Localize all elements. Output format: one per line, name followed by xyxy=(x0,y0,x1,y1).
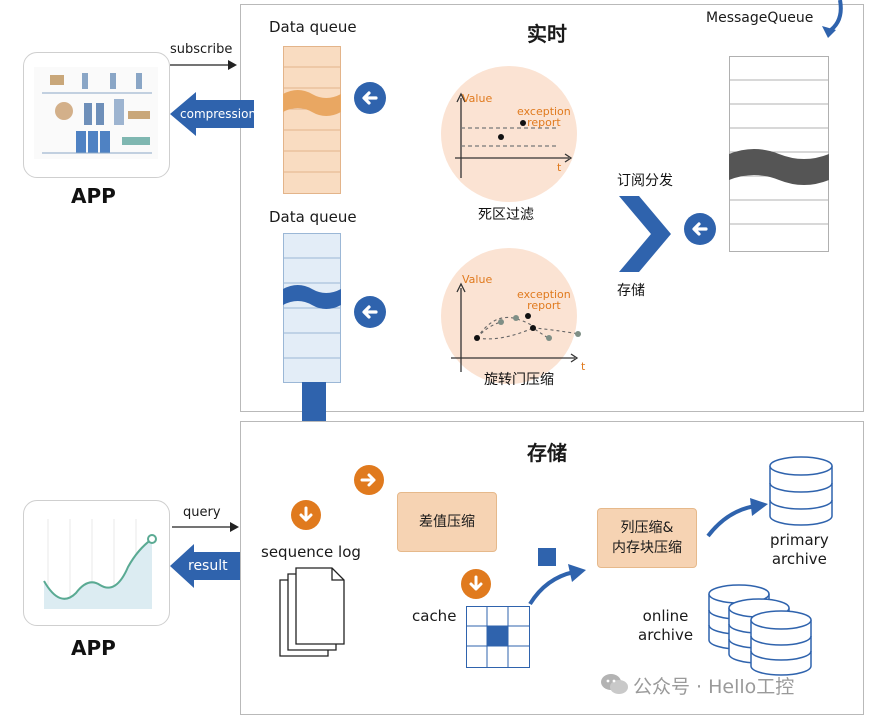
wechat-icon xyxy=(601,674,628,694)
swingdoor-exception-label: exception report xyxy=(517,288,571,312)
storage-title: 存储 xyxy=(527,441,567,465)
subscribe-arrow-icon xyxy=(170,60,237,70)
diff-compress-box: 差值压缩 xyxy=(397,492,497,552)
to-primary-arrow-icon xyxy=(706,498,768,538)
app-bottom-label: APP xyxy=(71,636,116,660)
deadzone-caption: 死区过滤 xyxy=(478,207,534,223)
app-top-card[interactable] xyxy=(23,52,170,178)
query-label: query xyxy=(183,505,221,520)
watermark-text: 公众号 · Hello工控 xyxy=(633,676,795,698)
deadzone-chart-graphic xyxy=(455,92,573,178)
app-top-label: APP xyxy=(71,184,116,208)
app-bottom-card[interactable] xyxy=(23,500,170,626)
primary-archive-label: primary archive xyxy=(770,531,829,568)
message-queue-graphic xyxy=(729,56,829,252)
swingdoor-value-label: Value xyxy=(462,273,493,286)
data-queue-top xyxy=(283,46,341,194)
subscribe-dispatch-label: 订阅分发 xyxy=(617,173,673,189)
swingdoor-chart-circle xyxy=(441,248,577,384)
sequence-log-label: sequence log xyxy=(261,543,361,561)
online-archive-db-icon xyxy=(708,584,812,676)
queue-bottom-arrow-icon xyxy=(354,296,386,328)
swingdoor-chart-graphic xyxy=(451,282,581,372)
cache-grid-icon xyxy=(466,606,530,668)
result-arrow-icon xyxy=(170,544,240,588)
block-square-icon xyxy=(538,548,556,566)
line-chart-icon xyxy=(43,519,157,609)
data-queue-bottom-label: Data queue xyxy=(269,208,357,226)
cache-down-arrow-icon xyxy=(461,569,491,599)
deadzone-chart-circle xyxy=(441,66,577,202)
data-queue-bottom xyxy=(283,233,341,383)
compression-label: compression xyxy=(180,107,257,121)
dispatch-chevron-icon xyxy=(619,196,671,272)
seqlog-down-arrow-icon xyxy=(291,500,321,530)
mq-arrow-icon xyxy=(684,213,716,245)
factory-diagram-icon xyxy=(34,67,158,159)
result-label: result xyxy=(188,558,228,574)
subscribe-label: subscribe xyxy=(170,42,233,57)
realtime-title: 实时 xyxy=(527,22,567,46)
message-queue-curve-arrow-icon xyxy=(822,0,843,38)
dispatch-storage-label: 存储 xyxy=(617,283,645,299)
data-queue-top-label: Data queue xyxy=(269,18,357,36)
deadzone-value-label: Value xyxy=(462,92,493,105)
query-arrow-icon xyxy=(172,522,239,532)
swingdoor-caption: 旋转门压缩 xyxy=(484,372,554,388)
column-compress-box: 列压缩& 内存块压缩 xyxy=(597,508,697,568)
deadzone-t-label: t xyxy=(557,161,562,174)
cache-to-column-arrow-icon xyxy=(528,564,586,606)
cache-label: cache xyxy=(412,607,457,625)
data-queue-top-graphic xyxy=(283,46,341,194)
data-queue-bottom-graphic xyxy=(283,233,341,383)
queue-top-arrow-icon xyxy=(354,82,386,114)
message-queue-label: MessageQueue xyxy=(706,10,814,26)
compression-arrow-icon xyxy=(170,92,254,136)
diff-right-arrow-icon xyxy=(354,465,384,495)
document-stack-icon xyxy=(279,567,345,657)
swingdoor-t-label: t xyxy=(581,360,586,373)
online-archive-label: online archive xyxy=(638,607,694,644)
primary-archive-db-icon xyxy=(769,456,833,526)
deadzone-exception-label: exception report xyxy=(517,105,571,129)
